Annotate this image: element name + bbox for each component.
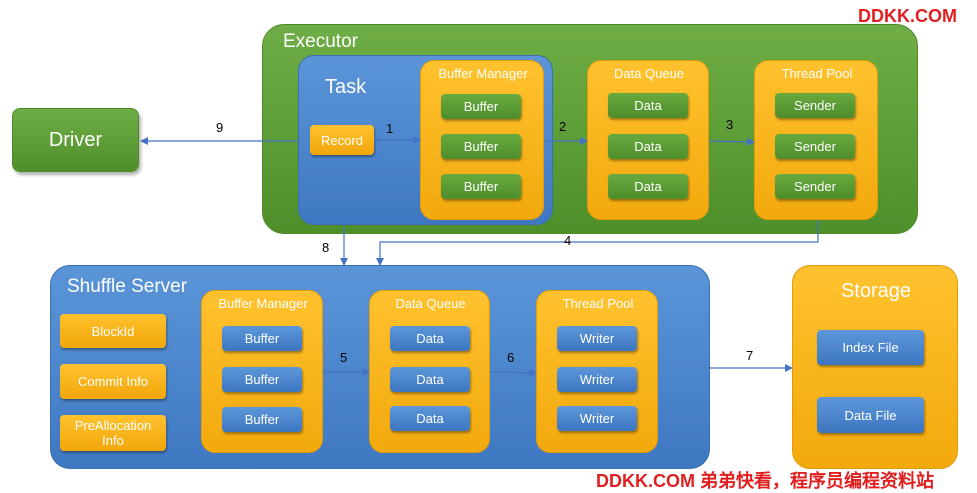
step-1: 1 <box>386 121 393 136</box>
server-data-2: Data <box>390 367 470 392</box>
preallocation-info-block: PreAllocation Info <box>60 415 166 451</box>
step-3: 3 <box>726 117 733 132</box>
arrow-3 <box>708 137 755 146</box>
server-data-queue-title: Data Queue <box>395 296 466 311</box>
sender-3: Sender <box>775 174 855 199</box>
blockid-block: BlockId <box>60 314 166 348</box>
step-4: 4 <box>564 233 571 248</box>
task-title: Task <box>325 76 367 98</box>
driver-node: Driver <box>12 108 139 172</box>
executor-thread-pool-title: Thread Pool <box>781 66 853 81</box>
index-file-block: Index File <box>817 330 924 365</box>
server-thread-pool-title: Thread Pool <box>562 296 634 311</box>
executor-buffer-manager-title: Buffer Manager <box>438 66 528 81</box>
writer-3: Writer <box>557 406 637 431</box>
server-buffer-manager-title: Buffer Manager <box>218 296 308 311</box>
watermark-bottom: DDKK.COM 弟弟快看，程序员编程资料站 <box>596 471 934 491</box>
executor-buffer-1: Buffer <box>441 94 521 119</box>
watermark-top: DDKK.COM <box>858 6 957 26</box>
step-2: 2 <box>559 119 566 134</box>
executor-data-2: Data <box>608 134 688 159</box>
executor-data-queue-title: Data Queue <box>613 66 685 81</box>
writer-2: Writer <box>557 367 637 392</box>
step-8: 8 <box>322 240 329 255</box>
sender-1: Sender <box>775 93 855 118</box>
record-block: Record <box>310 125 374 155</box>
server-buffer-2: Buffer <box>222 367 302 392</box>
executor-buffer-3: Buffer <box>441 174 521 199</box>
shuffle-server-title: Shuffle Server <box>67 276 188 297</box>
step-5: 5 <box>340 350 347 365</box>
server-buffer-1: Buffer <box>222 326 302 351</box>
server-buffer-3: Buffer <box>222 407 302 432</box>
step-7: 7 <box>746 348 753 363</box>
driver-label: Driver <box>48 128 103 151</box>
arrow-6 <box>489 368 537 377</box>
server-data-3: Data <box>390 406 470 431</box>
step-9: 9 <box>216 120 223 135</box>
writer-1: Writer <box>557 326 637 351</box>
executor-data-3: Data <box>608 174 688 199</box>
storage-container: Storage <box>792 265 958 469</box>
step-6: 6 <box>507 350 514 365</box>
commit-info-block: Commit Info <box>60 364 166 399</box>
executor-buffer-2: Buffer <box>441 134 521 159</box>
sender-2: Sender <box>775 134 855 159</box>
executor-data-1: Data <box>608 93 688 118</box>
server-data-1: Data <box>390 326 470 351</box>
executor-title: Executor <box>283 31 358 52</box>
arrow-4 <box>376 220 819 266</box>
storage-title: Storage <box>840 280 912 302</box>
data-file-block: Data File <box>817 397 924 433</box>
